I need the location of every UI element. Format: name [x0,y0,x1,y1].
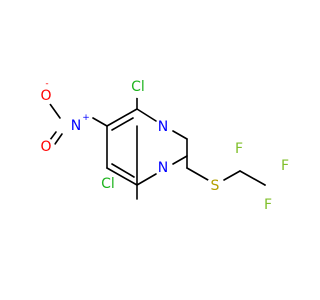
atom-f-mid: F [281,158,289,174]
atom-n-nitro-charge: + [82,113,90,123]
bond-s-ch2 [223,170,241,181]
atom-f-bottom: F [264,197,272,213]
bond-c5-c6-inner [111,163,135,178]
bond-c2-s [186,167,209,181]
bond-c5-c6-outer [106,167,138,186]
atom-o-nitro-charge: - [45,79,48,89]
bond-ch2-ch2 [239,170,266,186]
bond-n-upper-c2 [172,130,188,140]
atom-n-nitro: N [71,118,81,134]
bond-c6-n-lower [136,173,157,186]
bond-c4-c7-inner [111,117,134,131]
bond-nitro-o-down-1 [54,133,63,145]
atom-n-ring-lower: N [158,160,168,176]
molecule-structure: Cl Cl N N N + O - O S F F F [37,76,293,213]
atom-cl-top: Cl [131,79,145,95]
bonds [49,95,266,200]
atom-f-top: F [235,141,243,157]
atom-n-ring-upper: N [158,119,168,135]
bond-c5-nitro [92,117,108,127]
atom-o-nitro-double: O [40,139,51,155]
bond-nitro-o-down-2 [49,131,57,141]
atom-labels: Cl Cl N N N + O - O S F F F [37,76,293,213]
bond-c4-c7-outer [106,108,138,127]
atom-s-thio: S [211,178,220,194]
bond-n-lower-c2 [172,155,188,165]
bond-nitro-o-up [49,103,61,119]
atom-cl-bottom: Cl [101,176,115,192]
bond-c7-n-upper [136,108,157,122]
atom-o-nitro-minus: O [40,88,51,104]
